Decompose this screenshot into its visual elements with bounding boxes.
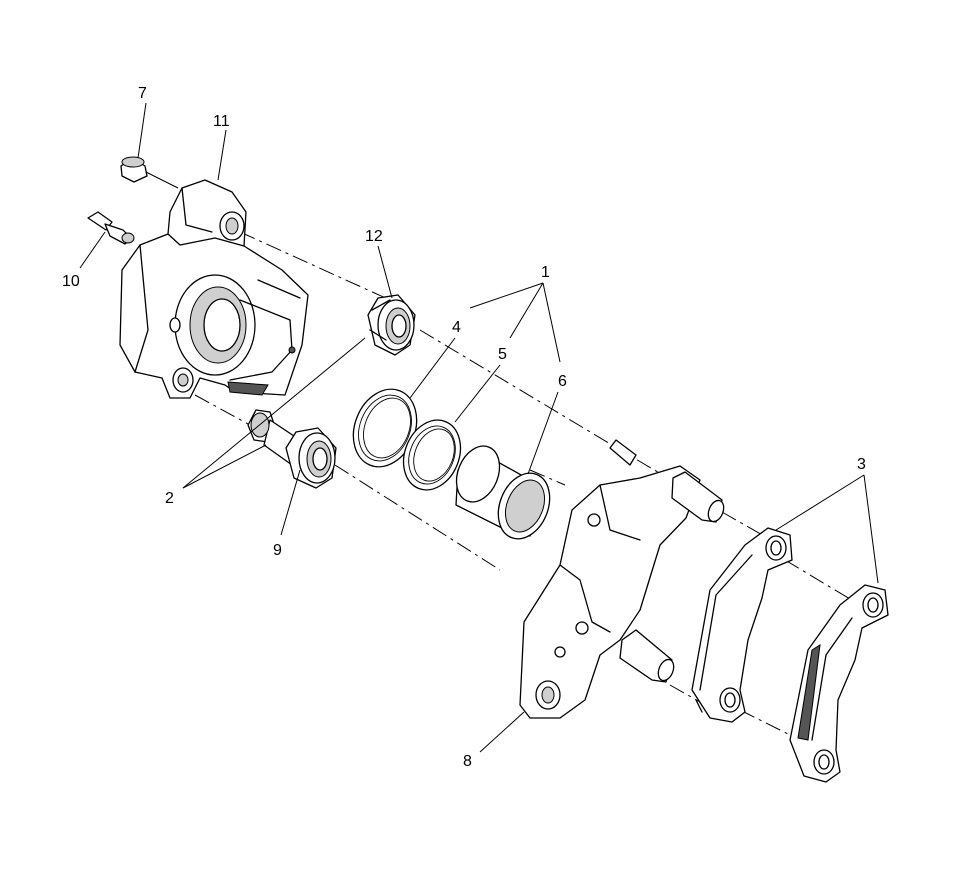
callout-1: 1 <box>541 264 550 281</box>
dust-boot-part-9[interactable] <box>285 427 337 489</box>
callout-11: 11 <box>213 113 230 130</box>
caliper-bracket-part-8[interactable] <box>519 439 727 719</box>
caliper-housing-part-11[interactable] <box>119 179 309 399</box>
callout-5: 5 <box>498 346 507 363</box>
callout-2: 2 <box>165 490 174 507</box>
dust-seal-part-5[interactable] <box>393 412 470 499</box>
piston-part-6[interactable] <box>449 440 559 547</box>
callout-4: 4 <box>452 319 461 336</box>
callout-9: 9 <box>273 542 282 559</box>
brake-pad-outer-part-3[interactable] <box>789 584 889 783</box>
callout-6: 6 <box>558 373 567 390</box>
callout-3: 3 <box>857 456 866 473</box>
bleeder-screw-part-10[interactable] <box>87 211 135 245</box>
center-lines <box>194 231 861 736</box>
callout-8: 8 <box>463 753 472 770</box>
bleeder-cap-part-7[interactable] <box>120 156 148 183</box>
leader-lines <box>79 102 879 753</box>
callout-labels: 7 11 10 12 1 4 5 6 2 9 8 3 <box>62 85 866 770</box>
dust-boot-part-12[interactable] <box>367 294 416 356</box>
callout-7: 7 <box>138 85 147 102</box>
callout-10: 10 <box>62 273 80 290</box>
piston-seal-part-4[interactable] <box>342 380 428 477</box>
brake-pad-inner-part-3[interactable] <box>691 527 793 723</box>
callout-12: 12 <box>365 228 383 245</box>
